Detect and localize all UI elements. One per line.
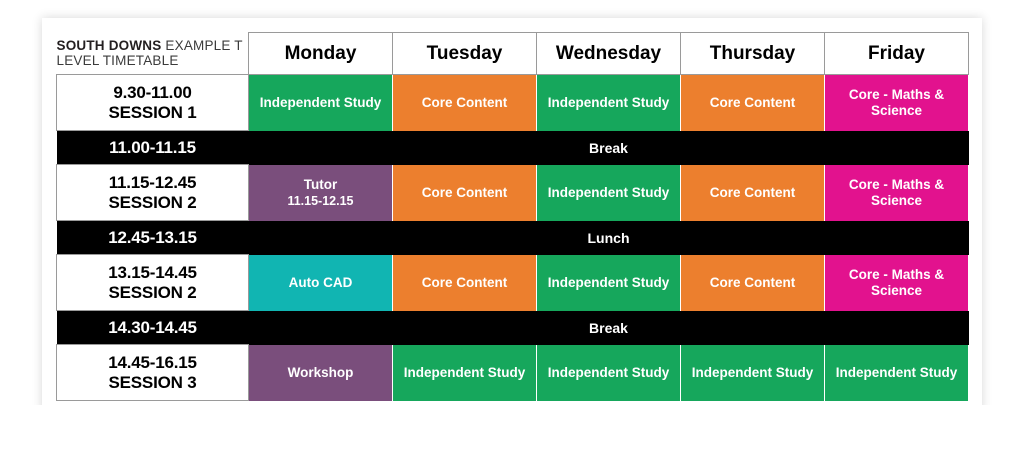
subject-label: Core Content xyxy=(709,274,796,290)
subject-cell[interactable]: Independent Study xyxy=(680,344,825,401)
brand-subtitle: EXAMPLE T LEVEL TIMETABLE xyxy=(56,37,243,69)
subject-cell[interactable]: Core Content xyxy=(392,164,537,221)
break-time: 11.00-11.15 xyxy=(56,130,249,165)
subject-label: Independent Study xyxy=(547,94,670,110)
subject-label: Core Content xyxy=(421,274,508,290)
break-label: Break xyxy=(248,130,969,165)
session-number: SESSION 3 xyxy=(108,372,197,392)
subject-label: Independent Study xyxy=(547,274,670,290)
day-header-monday: Monday xyxy=(248,32,393,75)
subject-label: Core Content xyxy=(709,94,796,110)
day-header-thursday: Thursday xyxy=(680,32,825,75)
subject-cell[interactable]: Independent Study xyxy=(392,344,537,401)
subject-label: Core Content xyxy=(421,94,508,110)
session-time-range: 9.30-11.00 xyxy=(113,82,192,102)
torn-paper-edge xyxy=(30,405,994,442)
session-number: SESSION 2 xyxy=(108,282,197,302)
subject-cell[interactable]: Independent Study xyxy=(536,164,681,221)
day-header-friday: Friday xyxy=(824,32,969,75)
break-time: 12.45-13.15 xyxy=(56,220,249,255)
subject-label: Independent Study xyxy=(403,364,526,380)
subject-cell[interactable]: Core - Maths & Science xyxy=(824,74,969,131)
session-time-range: 13.15-14.45 xyxy=(108,262,197,282)
day-header-tuesday: Tuesday xyxy=(392,32,537,75)
subject-label: Workshop xyxy=(287,364,354,380)
subject-cell[interactable]: Core Content xyxy=(680,164,825,221)
subject-label: Independent Study xyxy=(547,184,670,200)
subject-label: Tutor xyxy=(303,176,338,192)
session-number: SESSION 2 xyxy=(108,192,197,212)
break-label: Break xyxy=(248,310,969,345)
subject-cell[interactable]: Auto CAD xyxy=(248,254,393,311)
session-time-range: 14.45-16.15 xyxy=(108,352,197,372)
subject-cell[interactable]: Independent Study xyxy=(536,254,681,311)
break-time: 14.30-14.45 xyxy=(56,310,249,345)
subject-label: Core - Maths & Science xyxy=(848,176,945,208)
session-time-range: 11.15-12.45 xyxy=(108,172,197,192)
subject-sub-time: 11.15-12.15 xyxy=(287,193,354,208)
brand-text: SOUTH DOWNS EXAMPLE T LEVEL TIMETABLE xyxy=(57,38,249,69)
brand-name: SOUTH DOWNS xyxy=(56,37,162,53)
subject-label: Independent Study xyxy=(259,94,382,110)
break-label: Lunch xyxy=(248,220,969,255)
subject-cell[interactable]: Core Content xyxy=(392,254,537,311)
subject-label: Core Content xyxy=(421,184,508,200)
subject-cell[interactable]: Core Content xyxy=(680,254,825,311)
subject-cell[interactable]: Independent Study xyxy=(248,74,393,131)
subject-cell[interactable]: Workshop xyxy=(248,344,393,401)
subject-cell[interactable]: Independent Study xyxy=(824,344,969,401)
subject-cell[interactable]: Core Content xyxy=(680,74,825,131)
subject-label: Independent Study xyxy=(691,364,814,380)
subject-label: Auto CAD xyxy=(288,274,353,290)
subject-cell[interactable]: Independent Study xyxy=(536,344,681,401)
subject-cell[interactable]: Independent Study xyxy=(536,74,681,131)
day-header-wednesday: Wednesday xyxy=(536,32,681,75)
session-number: SESSION 1 xyxy=(108,102,197,122)
subject-cell[interactable]: Core - Maths & Science xyxy=(824,164,969,221)
subject-label: Core - Maths & Science xyxy=(848,86,945,118)
subject-label: Independent Study xyxy=(835,364,958,380)
brand-block: SOUTH DOWNS EXAMPLE T LEVEL TIMETABLE xyxy=(56,32,249,75)
subject-label: Core - Maths & Science xyxy=(848,266,945,298)
subject-label: Independent Study xyxy=(547,364,670,380)
subject-label: Core Content xyxy=(709,184,796,200)
subject-cell[interactable]: Core - Maths & Science xyxy=(824,254,969,311)
subject-cell[interactable]: Core Content xyxy=(392,74,537,131)
